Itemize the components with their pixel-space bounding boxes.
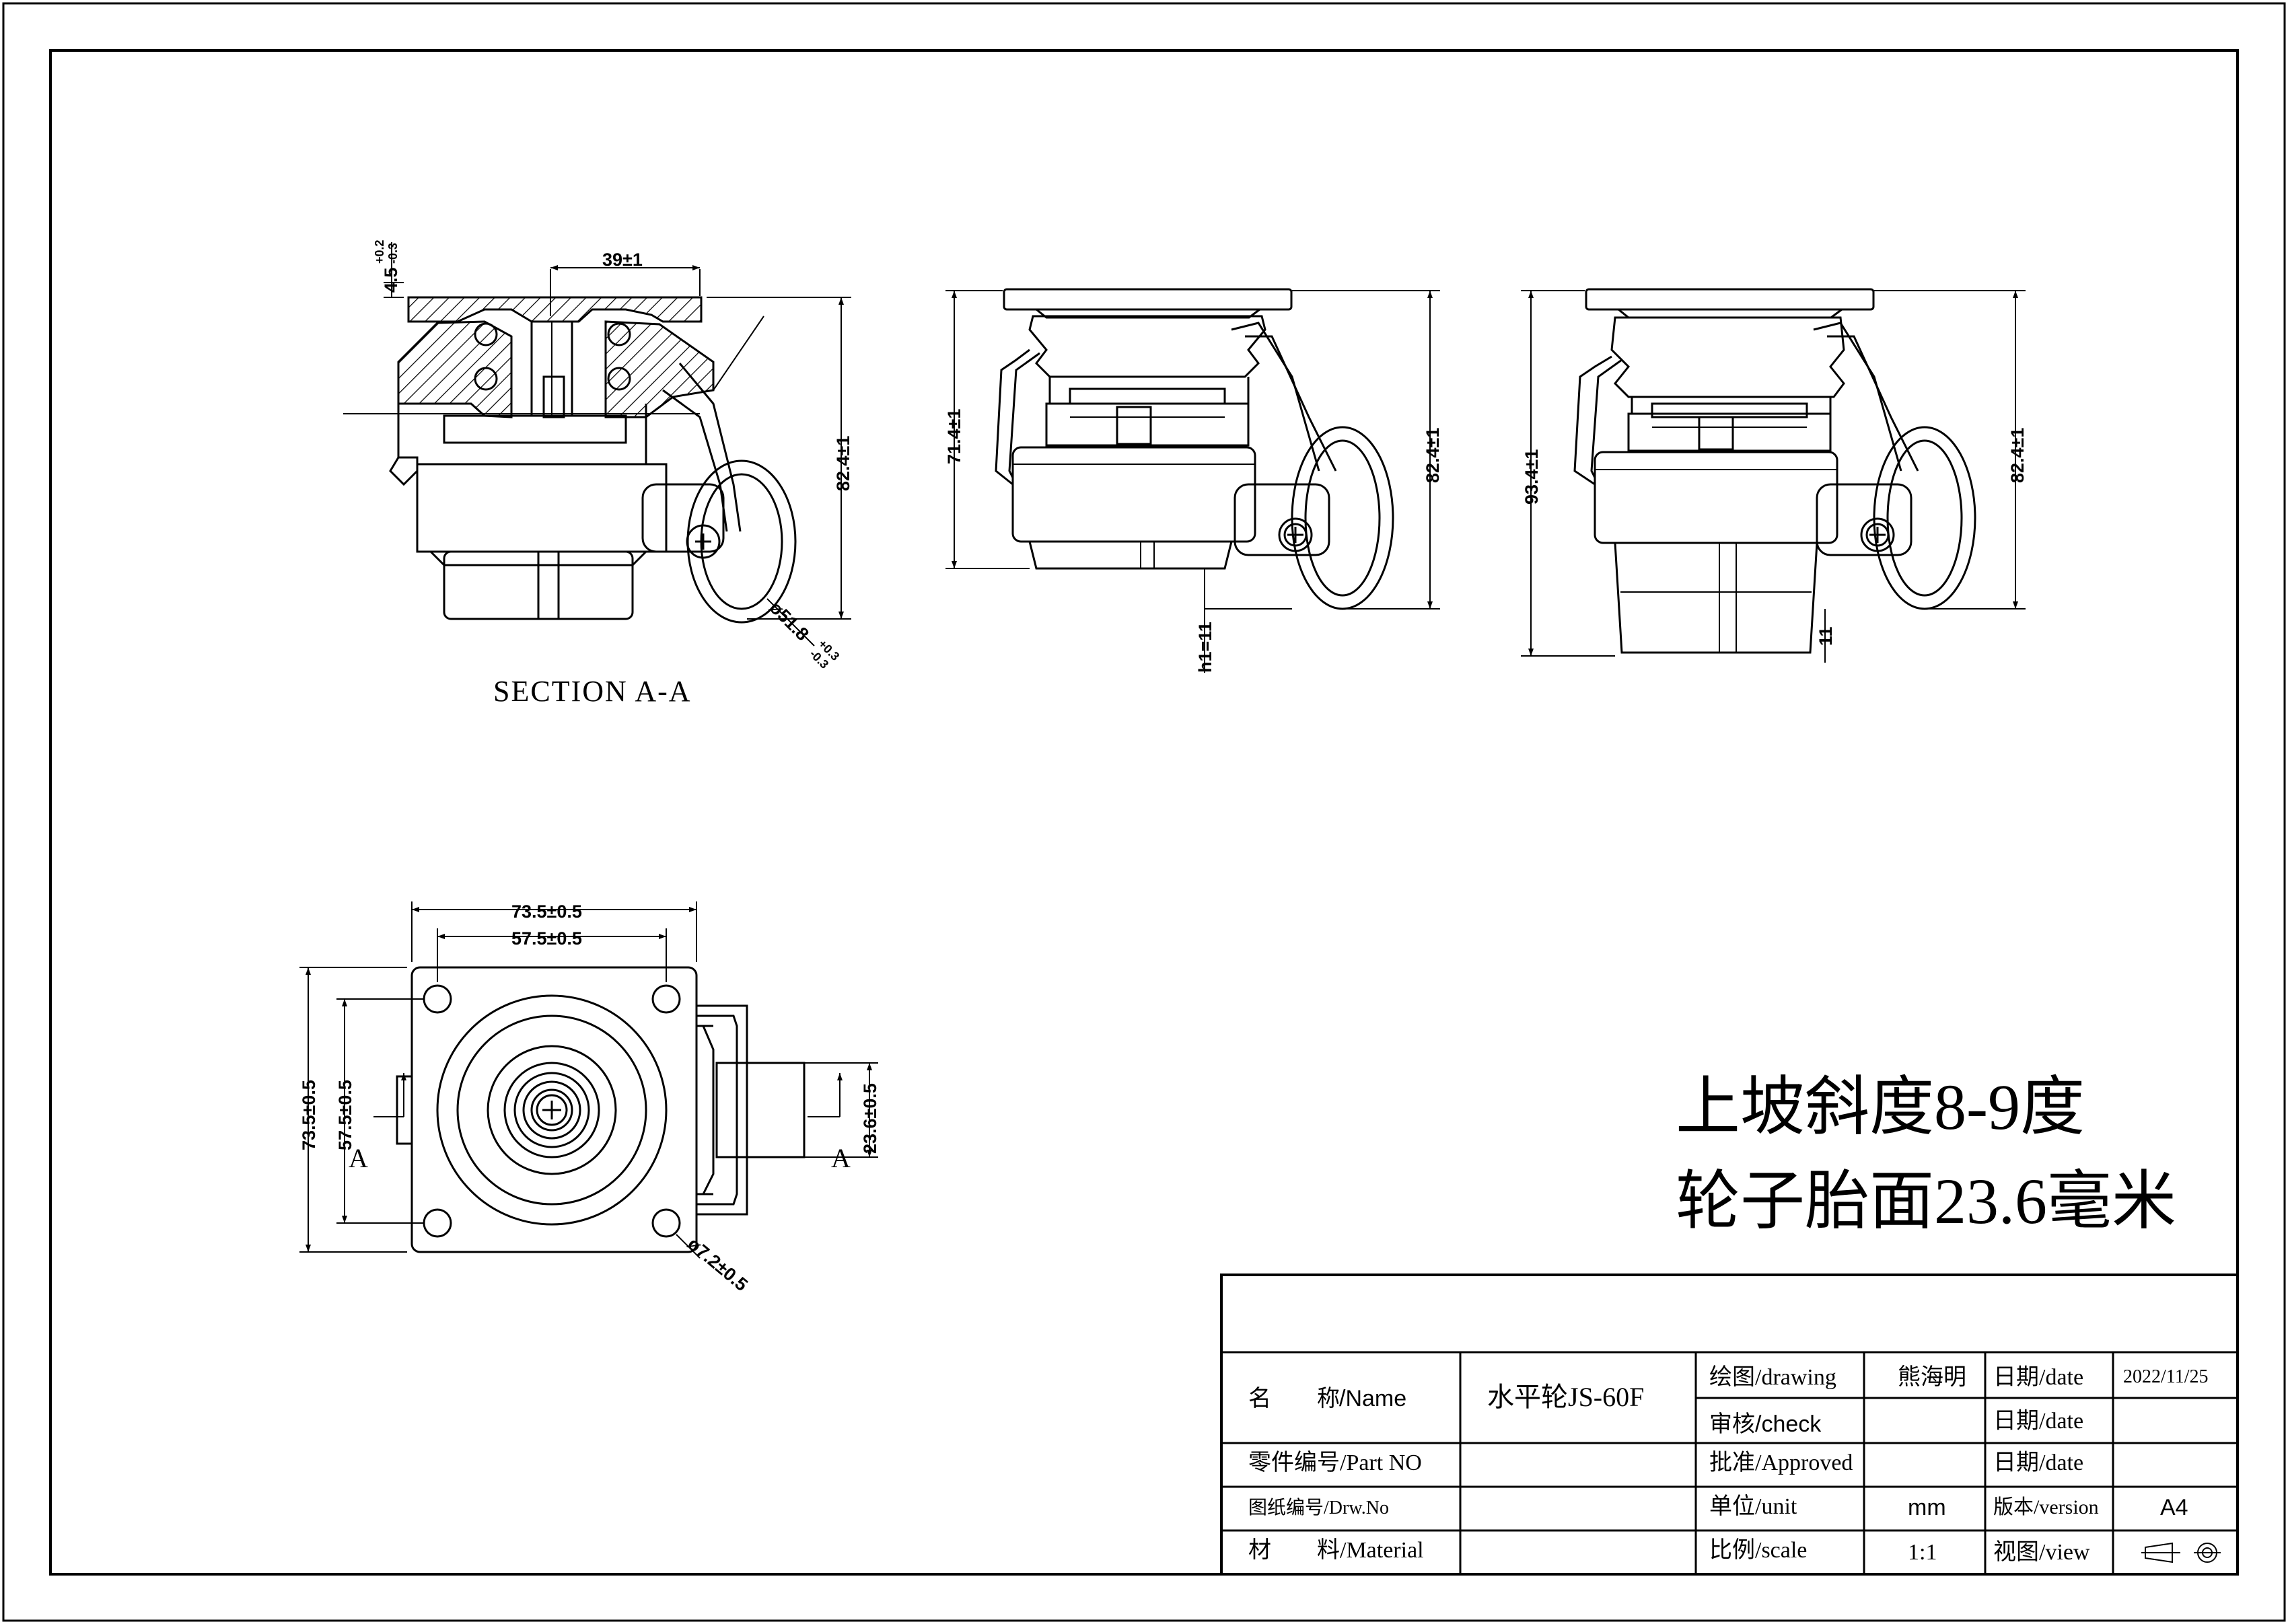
tb-unit-value: mm bbox=[1908, 1495, 1946, 1520]
tb-drawing-label: 绘图/drawing bbox=[1709, 1364, 1836, 1390]
dim-plan-inner-width: 57.5±0.5 bbox=[511, 928, 582, 949]
dim-section-height: 82.4±1 bbox=[833, 436, 853, 491]
tb-unit-label: 单位/unit bbox=[1709, 1493, 1797, 1519]
tb-date-label-2: 日期/date bbox=[1993, 1409, 2083, 1434]
tb-part-no-label: 零件编号/Part NO bbox=[1248, 1450, 1422, 1475]
tb-scale-label: 比例/scale bbox=[1709, 1538, 1807, 1563]
section-view: 4.5 +0.2 -0.3 39±1 82.4±1 ø51.8 +0.3 -0.… bbox=[343, 239, 853, 708]
dim-middle-right-height: 82.4±1 bbox=[1423, 428, 1443, 483]
note-slope: 上坡斜度8-9度 bbox=[1676, 1071, 2085, 1143]
middle-view: 71.4±1 82.4±1 h1=11 bbox=[944, 288, 1443, 673]
right-view: 93.4±1 82.4±1 11 bbox=[1521, 288, 2028, 663]
dim-plan-hole-dia: ø7.2±0.5 bbox=[684, 1234, 752, 1295]
note-tread-width: 轮子胎面23.6毫米 bbox=[1676, 1165, 2176, 1237]
tb-version-value: A4 bbox=[2160, 1495, 2188, 1520]
projection-symbol-icon bbox=[2141, 1542, 2221, 1563]
dim-center-width: 39±1 bbox=[602, 250, 643, 270]
tb-version-label: 版本/version bbox=[1993, 1496, 2099, 1518]
dim-middle-bottom: h1=11 bbox=[1195, 622, 1215, 673]
tb-approved-label: 批准/Approved bbox=[1709, 1450, 1853, 1475]
tb-date-value: 2022/11/25 bbox=[2123, 1366, 2209, 1387]
dim-right-bottom: 11 bbox=[1816, 626, 1836, 646]
dim-right-right-height: 82.4±1 bbox=[2007, 428, 2028, 483]
section-title: SECTION A-A bbox=[493, 675, 692, 708]
inner-border bbox=[49, 49, 2239, 1576]
dim-middle-left-height: 71.4±1 bbox=[944, 409, 964, 464]
dim-plan-outer-height: 73.5±0.5 bbox=[299, 1080, 319, 1150]
tb-material-label: 材 料/Material bbox=[1248, 1537, 1424, 1563]
tb-check-label-en: /check bbox=[1755, 1411, 1822, 1437]
dim-top-thickness-tol-upper: +0.2 bbox=[373, 239, 386, 264]
tb-view-label: 视图/view bbox=[1993, 1540, 2090, 1565]
tb-scale-value: 1:1 bbox=[1908, 1540, 1937, 1565]
title-block: 名 称 /Name 水平轮JS-60F 零件编号/Part NO 图纸编号/Dr… bbox=[1220, 1274, 2239, 1576]
dim-top-thickness: 4.5 bbox=[381, 267, 401, 293]
tb-drw-no-label: 图纸编号/Drw.No bbox=[1248, 1497, 1389, 1518]
tb-check-label-cn: 审核 bbox=[1709, 1411, 1755, 1437]
tb-drawing-value: 熊海明 bbox=[1898, 1364, 1966, 1390]
tb-date-label-1: 日期/date bbox=[1993, 1365, 2083, 1390]
tb-name-label-cn: 名 称 bbox=[1248, 1386, 1340, 1411]
plan-view: A A 73.5±0.5 57.5±0.5 73.5±0.5 57.5±0.5 … bbox=[299, 901, 880, 1295]
dim-plan-outer-width: 73.5±0.5 bbox=[511, 901, 582, 922]
dim-right-left-height: 93.4±1 bbox=[1522, 449, 1542, 505]
section-marker-left: A bbox=[349, 1143, 368, 1173]
dim-plan-wheel-width: 23.6±0.5 bbox=[860, 1083, 880, 1154]
tb-name-value: 水平轮JS-60F bbox=[1487, 1382, 1644, 1412]
dim-top-thickness-tol-lower: -0.3 bbox=[386, 243, 400, 264]
dim-plan-inner-height: 57.5±0.5 bbox=[335, 1080, 355, 1150]
tb-date-label-3: 日期/date bbox=[1993, 1450, 2083, 1475]
section-marker-right: A bbox=[831, 1143, 851, 1173]
tb-name-label-en: /Name bbox=[1339, 1386, 1406, 1411]
